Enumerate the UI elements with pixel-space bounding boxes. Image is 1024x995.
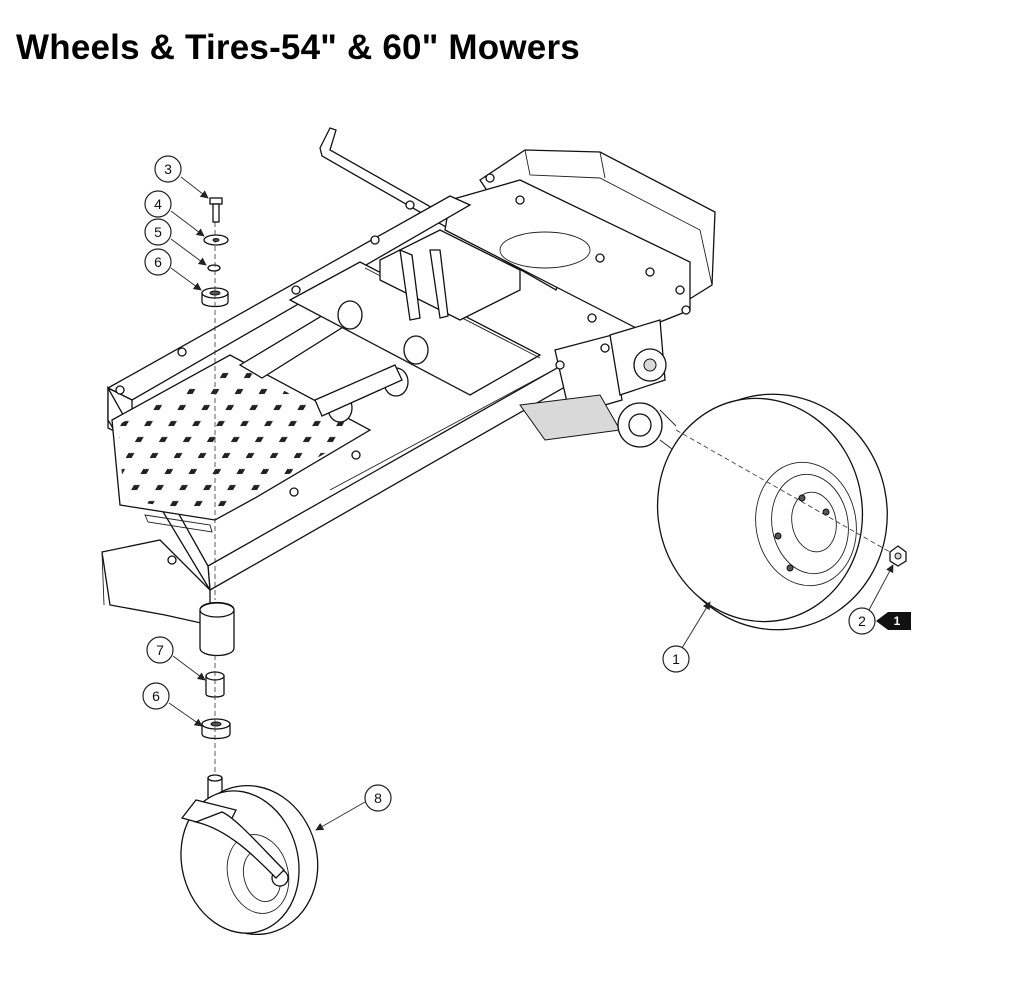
callout-2: 2 bbox=[848, 564, 894, 635]
svg-text:3: 3 bbox=[164, 161, 172, 177]
svg-text:7: 7 bbox=[156, 642, 164, 658]
caster-wheel bbox=[180, 774, 319, 936]
mower-frame bbox=[101, 127, 716, 657]
page-title: Wheels & Tires-54" & 60" Mowers bbox=[16, 28, 580, 67]
note-badge: 1 bbox=[876, 612, 911, 630]
svg-text:1: 1 bbox=[672, 651, 680, 667]
caster-hardware-bottom bbox=[201, 655, 231, 780]
lug-nut bbox=[889, 545, 907, 567]
svg-text:6: 6 bbox=[154, 254, 162, 270]
callout-6-bottom: 6 bbox=[142, 682, 203, 727]
svg-text:6: 6 bbox=[152, 688, 160, 704]
svg-text:4: 4 bbox=[154, 196, 162, 212]
svg-text:5: 5 bbox=[154, 224, 162, 240]
drive-wheel bbox=[656, 393, 891, 631]
callout-4: 4 bbox=[144, 190, 205, 237]
callout-8: 8 bbox=[315, 784, 392, 831]
callouts: 3 4 5 6 7 6 bbox=[142, 155, 911, 831]
callout-6-top: 6 bbox=[144, 248, 202, 291]
svg-text:1: 1 bbox=[894, 614, 901, 628]
callout-3: 3 bbox=[154, 155, 209, 199]
caster-hardware-top bbox=[201, 197, 229, 600]
callout-7: 7 bbox=[146, 636, 206, 681]
callout-5: 5 bbox=[144, 218, 207, 266]
callout-1: 1 bbox=[662, 601, 711, 673]
svg-text:2: 2 bbox=[858, 613, 866, 629]
wheel-hub bbox=[617, 348, 677, 453]
svg-text:8: 8 bbox=[374, 790, 382, 806]
frame-bolts bbox=[115, 173, 691, 565]
